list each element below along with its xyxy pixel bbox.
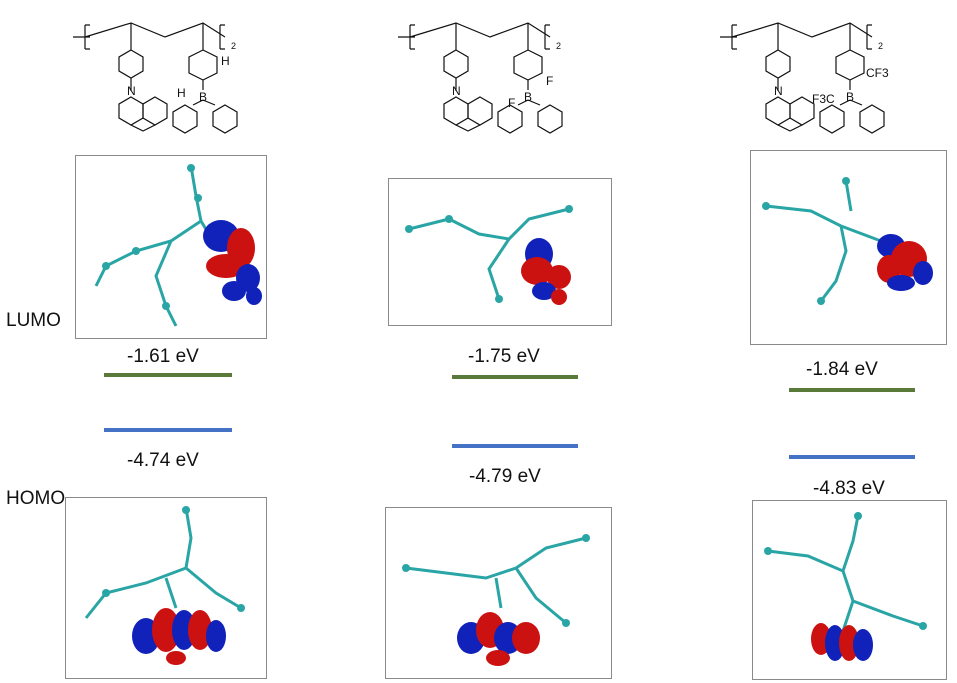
lumo-orbital-image-2 [388,178,612,326]
struct2-atom-b: B [524,90,532,104]
struct1-atom-n: N [127,84,136,98]
struct3-subscript: 2 [878,41,883,51]
lumo-energy-2: -1.75 eV [468,346,540,367]
lumo-orbital-image-1 [75,155,267,339]
struct1-subscript: 2 [231,41,236,51]
homo-energy-1: -4.74 eV [127,450,199,471]
lumo-energy-3: -1.84 eV [806,359,878,380]
lumo-level-bar-1 [104,373,232,377]
struct2-atom-f1: F [546,74,553,88]
lumo-level-bar-2 [452,375,578,379]
homo-label: HOMO [6,488,66,509]
homo-energy-3: -4.83 eV [813,478,885,499]
lumo-orbital-render-1 [94,164,262,327]
lumo-orbital-image-3 [750,150,947,345]
lumo-label: LUMO [6,310,61,331]
struct1-atom-h1: H [221,54,230,68]
structure-2-drawing: N F F B 2 [398,22,563,134]
homo-energy-2: -4.79 eV [469,466,541,487]
homo-orbital-render-3 [764,512,927,661]
struct2-atom-f2: F [508,96,515,110]
lumo-level-bar-3 [789,388,915,392]
struct1-atom-h2: H [177,86,186,100]
structure-3-drawing: N CF3 F3C B 2 [720,22,889,134]
struct2-atom-n: N [452,84,461,98]
homo-orbital-render-2 [402,534,590,666]
homo-level-bar-1 [104,428,232,432]
struct3-atom-n: N [774,84,783,98]
struct2-subscript: 2 [556,41,561,51]
lumo-energy-1: -1.61 eV [127,346,199,367]
structure-3: N CF3 F3C B 2 [712,5,932,155]
structure-2: N F F B 2 [390,5,600,155]
structure-1: N H H B 2 [65,5,275,155]
struct3-atom-f3c: F3C [812,92,835,106]
homo-orbital-image-1 [65,497,267,679]
struct1-atom-b: B [199,90,207,104]
struct3-atom-b: B [846,90,854,104]
homo-orbital-image-2 [385,507,612,679]
struct3-atom-cf3: CF3 [866,66,889,80]
homo-level-bar-2 [452,444,578,448]
homo-orbital-render-1 [84,506,245,665]
lumo-orbital-render-3 [762,177,933,305]
homo-orbital-image-3 [752,500,947,680]
homo-level-bar-3 [789,455,915,459]
lumo-orbital-render-2 [405,205,573,305]
structure-1-drawing: N H H B 2 [73,22,238,134]
